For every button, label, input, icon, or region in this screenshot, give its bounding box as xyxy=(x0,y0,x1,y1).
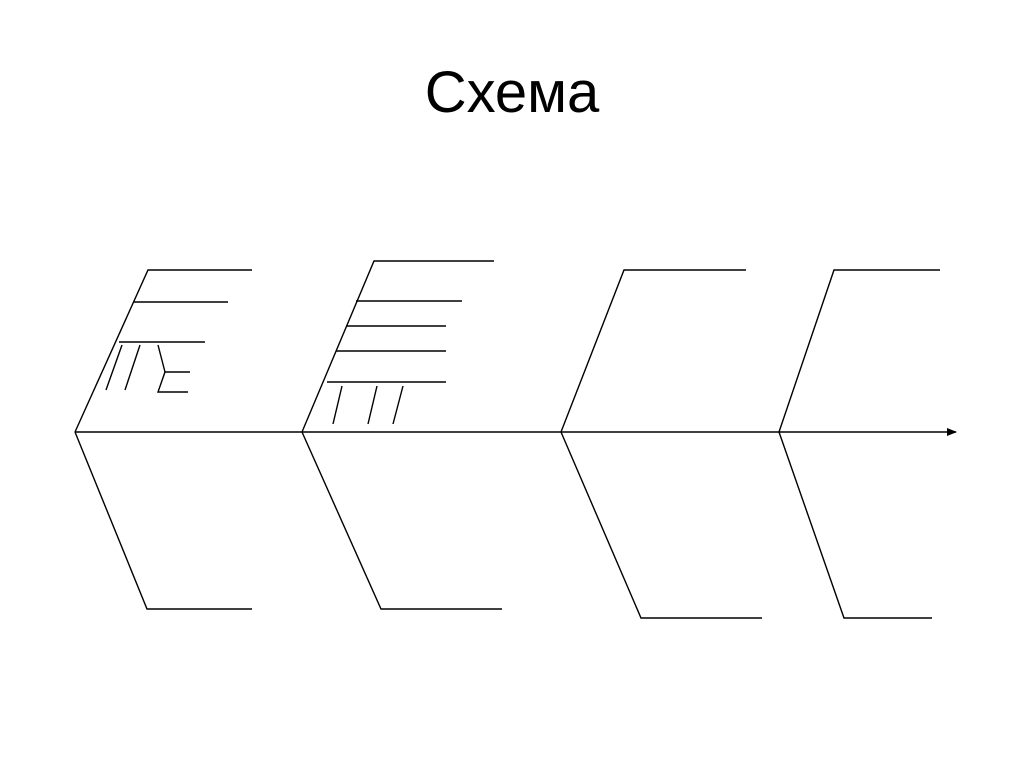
upper-tick-1b xyxy=(124,344,141,391)
upper-tick-1a xyxy=(105,344,123,391)
branch-group-1 xyxy=(74,269,252,610)
upper-tick-2c xyxy=(392,385,404,425)
lower-branch-2 xyxy=(301,431,502,610)
upper-branch-3 xyxy=(560,269,746,433)
branch-group-4 xyxy=(778,269,940,619)
upper-branch-2 xyxy=(301,260,494,433)
lower-branch-1 xyxy=(74,431,252,610)
upper-tick-1c xyxy=(157,371,190,393)
upper-tick-2a xyxy=(332,385,343,425)
lower-branch-3 xyxy=(560,431,762,619)
lower-branch-4 xyxy=(778,431,932,619)
upper-branch-1 xyxy=(74,269,252,433)
branch-group-2 xyxy=(301,260,502,610)
upper-tick-2b xyxy=(367,385,378,425)
upper-branch-4 xyxy=(778,269,940,433)
branch-group-3 xyxy=(560,269,762,619)
upper-tick-1c-stem xyxy=(157,344,166,373)
slide-title: Схема xyxy=(424,60,600,125)
